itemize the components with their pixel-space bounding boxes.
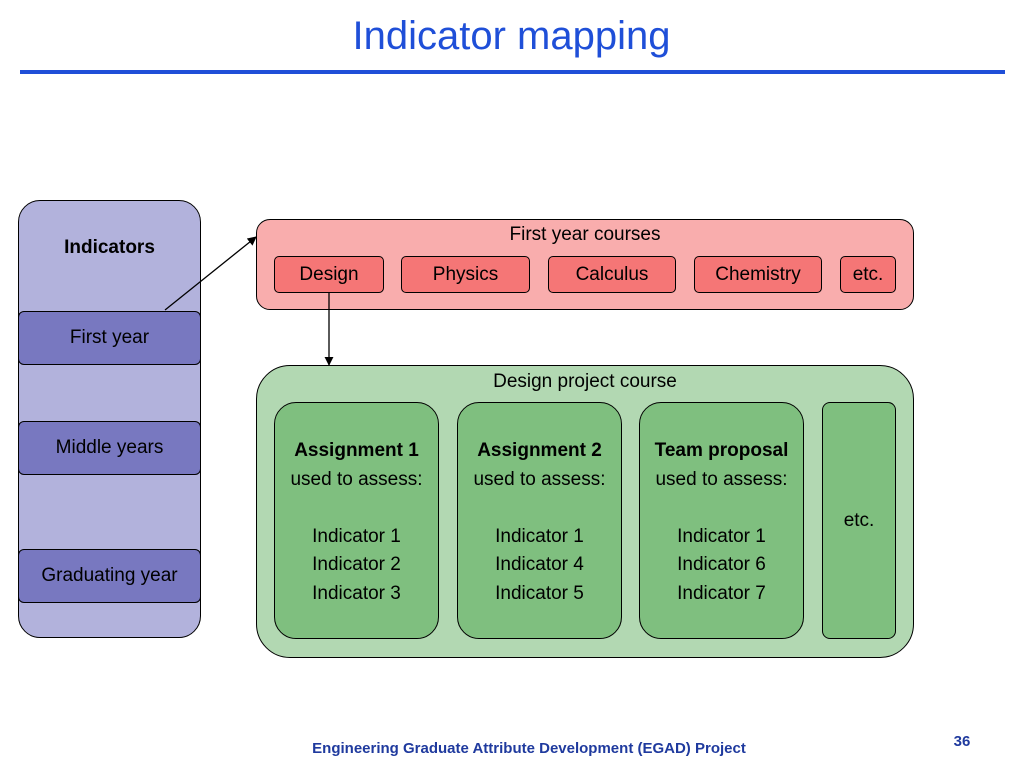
design-project-course-label: Design project course bbox=[493, 371, 677, 392]
page-number: 36 bbox=[953, 733, 971, 750]
title-underline bbox=[20, 70, 1005, 74]
stage-graduating-year: Graduating year bbox=[18, 549, 201, 603]
assignment-card-2: Assignment 2 used to assess: Indicator 1… bbox=[457, 402, 622, 639]
stage-first-year: First year bbox=[18, 311, 201, 365]
assignment-name: Assignment 1 bbox=[294, 440, 419, 461]
footer-text: Engineering Graduate Attribute Developme… bbox=[312, 740, 746, 757]
course-physics: Physics bbox=[401, 256, 530, 293]
assignment-etc: etc. bbox=[822, 402, 896, 639]
indicators-label: Indicators bbox=[64, 237, 155, 258]
assignment-purpose: used to assess: bbox=[473, 468, 606, 490]
assignment-indicator: Indicator 7 bbox=[677, 582, 766, 604]
assignment-purpose: used to assess: bbox=[655, 468, 788, 490]
course-calculus: Calculus bbox=[548, 256, 676, 293]
course-design: Design bbox=[274, 256, 384, 293]
assignment-name: Team proposal bbox=[654, 440, 789, 461]
assignment-indicator: Indicator 3 bbox=[312, 582, 401, 604]
assignment-indicator: Indicator 2 bbox=[312, 554, 401, 575]
assignment-card-1: Assignment 1 used to assess: Indicator 1… bbox=[274, 402, 439, 639]
slide-title: Indicator mapping bbox=[352, 14, 671, 58]
assignment-indicator: Indicator 4 bbox=[495, 554, 584, 575]
stage-middle-years: Middle years bbox=[18, 421, 201, 475]
assignment-purpose: used to assess: bbox=[290, 468, 423, 490]
first-year-courses-label: First year courses bbox=[509, 224, 661, 245]
assignment-indicator: Indicator 1 bbox=[312, 525, 401, 547]
assignment-indicator: Indicator 6 bbox=[677, 554, 766, 575]
assignment-indicator: Indicator 5 bbox=[495, 582, 584, 604]
course-etc: etc. bbox=[840, 256, 896, 293]
assignment-card-team-proposal: Team proposal used to assess: Indicator … bbox=[639, 402, 804, 639]
assignment-indicator: Indicator 1 bbox=[495, 525, 584, 547]
assignment-name: Assignment 2 bbox=[477, 440, 602, 461]
course-chemistry: Chemistry bbox=[694, 256, 822, 293]
assignment-indicator: Indicator 1 bbox=[677, 525, 766, 547]
